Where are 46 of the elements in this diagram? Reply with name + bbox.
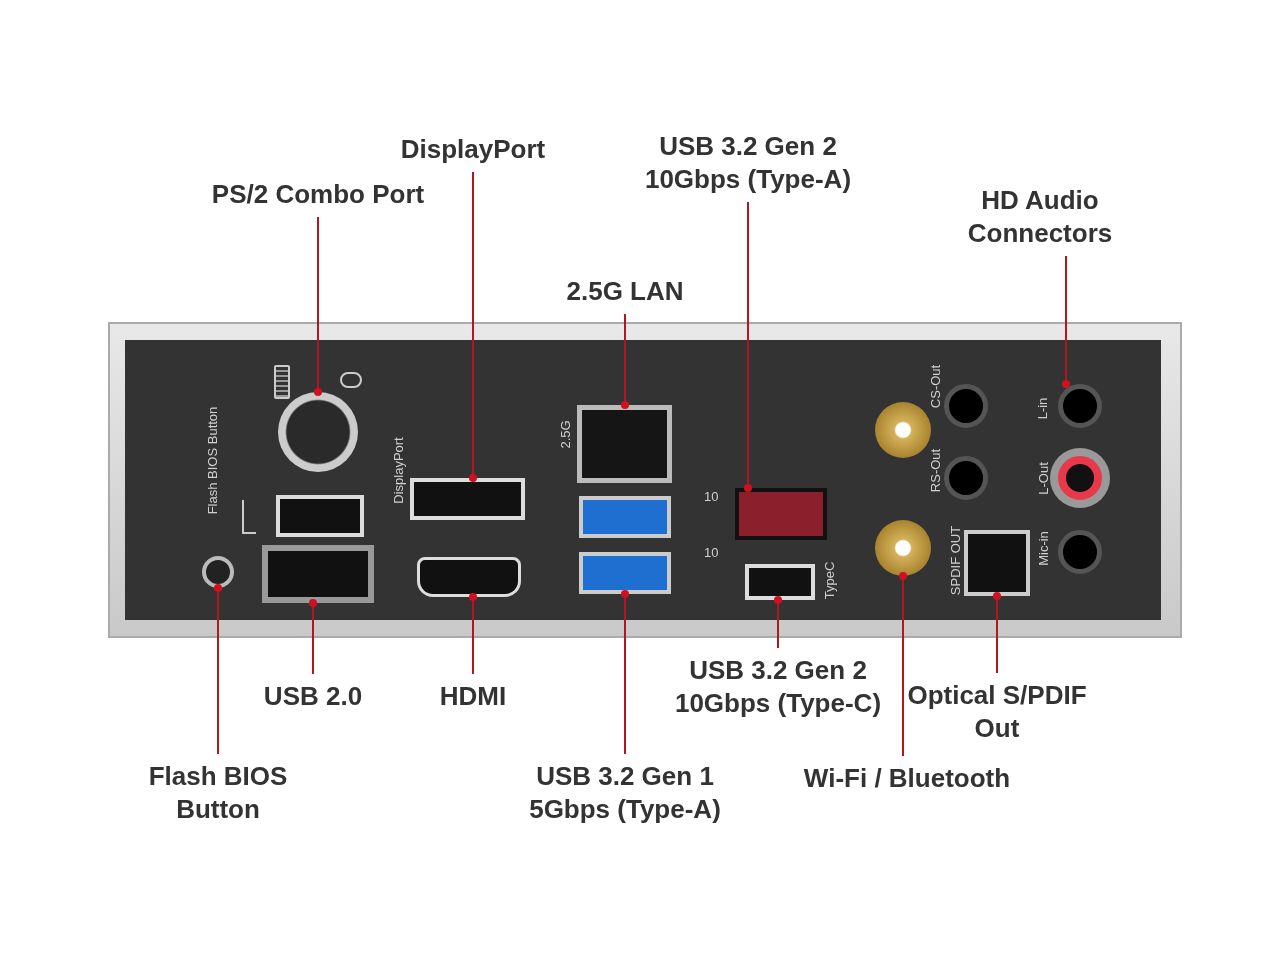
leader-line xyxy=(621,313,629,409)
leader-line xyxy=(899,572,907,757)
port-label: 10 xyxy=(704,544,719,560)
callout-label: HDMI xyxy=(413,680,533,713)
leader-line xyxy=(309,599,317,675)
port-label: CS-Out xyxy=(927,364,943,408)
port-label: 2.5G xyxy=(557,419,573,449)
callout-label: Optical S/PDIF Out xyxy=(897,679,1097,745)
callout-label: USB 3.2 Gen 2 10Gbps (Type-C) xyxy=(658,654,898,720)
usb-port xyxy=(735,488,827,540)
leader-line xyxy=(214,584,222,755)
port-label: SPDIF OUT xyxy=(947,525,963,595)
displayport-port xyxy=(410,478,525,520)
ethernet-port xyxy=(577,405,672,483)
callout-label: 2.5G LAN xyxy=(525,275,725,308)
usb-c-port xyxy=(745,564,815,600)
usb-port xyxy=(579,496,671,538)
leader-line xyxy=(993,592,1001,674)
callout-label: PS/2 Combo Port xyxy=(188,178,448,211)
callout-label: Flash BIOS Button xyxy=(108,760,328,826)
port-label: L-Out xyxy=(1035,461,1051,495)
port-label: L-in xyxy=(1035,397,1051,419)
leader-line xyxy=(744,201,752,492)
port-label: 10 xyxy=(704,488,719,504)
leader-line xyxy=(774,596,782,649)
optical-port xyxy=(964,530,1030,596)
usb-port xyxy=(262,545,374,603)
usb-port xyxy=(579,552,671,594)
port-label: Mic-in xyxy=(1035,530,1051,566)
port-label: DisplayPort xyxy=(390,436,406,504)
leader-line xyxy=(469,593,477,675)
callout-label: HD Audio Connectors xyxy=(920,184,1160,250)
callout-label: USB 3.2 Gen 2 10Gbps (Type-A) xyxy=(618,130,878,196)
leader-line xyxy=(469,171,477,482)
leader-line xyxy=(621,590,629,755)
hdmi-port xyxy=(417,557,521,597)
port-label: RS-Out xyxy=(927,448,943,492)
callout-label: DisplayPort xyxy=(363,133,583,166)
callout-label: Wi-Fi / Bluetooth xyxy=(777,762,1037,795)
port-label: TypeC xyxy=(822,561,838,599)
leader-line xyxy=(1062,255,1070,388)
usb-port xyxy=(276,495,364,537)
leader-line xyxy=(314,216,322,396)
callout-label: USB 2.0 xyxy=(233,680,393,713)
callout-label: USB 3.2 Gen 1 5Gbps (Type-A) xyxy=(495,760,755,826)
port-label: Flash BIOS Button xyxy=(205,406,221,514)
